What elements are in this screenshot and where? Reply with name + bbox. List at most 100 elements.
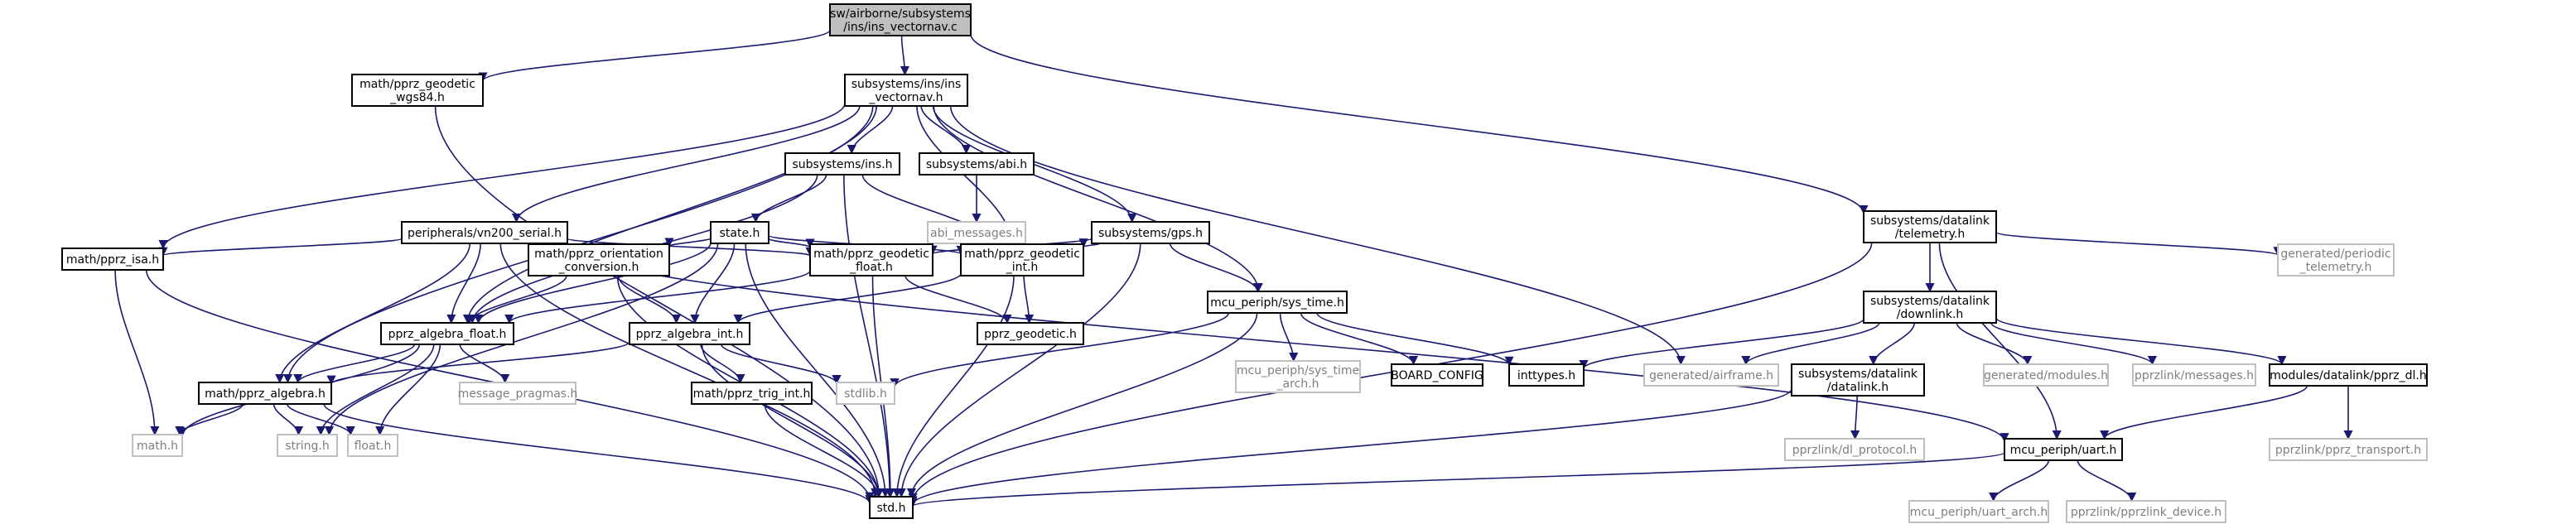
node-label: math/pprz_trig_int.h (693, 387, 811, 401)
node-label: math/pprz_geodetic (359, 78, 475, 91)
node-pprz-dl-h[interactable]: modules/datalink/pprz_dl.h (2269, 363, 2428, 387)
node-label: _wgs84.h (389, 91, 445, 104)
node-inttypes-h[interactable]: inttypes.h (1508, 363, 1585, 387)
node-math-pprz-algebra-h[interactable]: math/pprz_algebra.h (198, 382, 332, 405)
edge-math_pprz_algebra_h-to-math_h (175, 403, 244, 436)
edge-algebra_int_h-to-std_h (701, 344, 884, 498)
edge-math_pprz_algebra_h-to-std_h (323, 403, 875, 505)
node-label: generated/periodic (2280, 248, 2390, 261)
node-box (1863, 291, 1997, 324)
node-box (927, 221, 1026, 244)
node-subsystems-ins-h[interactable]: subsystems/ins.h (784, 152, 900, 175)
node-std-h[interactable]: std.h (869, 496, 914, 519)
edge-datalink_telemetry_h-to-uart_h (1938, 242, 2062, 440)
edge-downlink_h-to-generated_modules_h (1956, 322, 2033, 366)
edge-subsystems_gps_h-to-sys_time_h (1169, 243, 1262, 293)
node-generated-airframe-h: generated/airframe.h (1643, 363, 1779, 387)
edge-algebra_float_h-to-math_pprz_algebra_h (293, 344, 416, 384)
node-datalink-telemetry-h[interactable]: subsystems/datalink/telemetry.h (1863, 210, 1997, 243)
node-uart-arch-h: mcu_periph/uart_arch.h (1908, 500, 2049, 523)
edge-vn200_serial_h-to-algebra_float_h (446, 243, 482, 324)
edge-ins_vectornav_c-to-datalink_telemetry_h (970, 34, 1869, 215)
node-label: subsystems/gps.h (1098, 227, 1203, 240)
node-box (2269, 438, 2428, 461)
edge-sys_time_h-to-inttypes_h (1316, 312, 1514, 366)
node-label: pprzlink/pprzlink_device.h (2071, 506, 2221, 519)
node-label: mcu_periph/uart_arch.h (1910, 506, 2048, 519)
edge-downlink_h-to-pprz_dl_h (1995, 317, 2287, 366)
node-pprz-isa-h[interactable]: math/pprz_isa.h (61, 248, 164, 271)
node-label: pprz_algebra_float.h (388, 328, 507, 341)
node-label: _vectornav.h (868, 91, 943, 104)
node-box (960, 243, 1084, 276)
node-pprz-geodetic-wgs84-h[interactable]: math/pprz_geodetic_wgs84.h (351, 74, 484, 107)
node-label: string.h (285, 440, 330, 453)
node-ins-vectornav-h[interactable]: subsystems/ins/ins_vectornav.h (844, 74, 968, 107)
node-state-h[interactable]: state.h (710, 221, 769, 244)
edge-state_h-to-string_h (324, 243, 719, 436)
node-label: pprz_geodetic.h (984, 328, 1077, 341)
node-box (2269, 363, 2428, 387)
node-box (1207, 291, 1348, 314)
node-box (2132, 363, 2256, 387)
edge-sys_time_h-to-sys_time_arch_h (1279, 312, 1299, 363)
node-box (61, 248, 164, 271)
node-subsystems-abi-h[interactable]: subsystems/abi.h (919, 152, 1035, 175)
node-string-h: string.h (277, 434, 338, 457)
node-sys-time-arch-h: mcu_periph/sys_time_arch.h (1235, 360, 1361, 393)
node-box (1391, 363, 1483, 387)
edge-geodetic_float_h-to-algebra_float_h (504, 270, 811, 324)
node-pprz-trig-int-h[interactable]: math/pprz_trig_int.h (691, 382, 813, 405)
edge-ins_vectornav_h-to-generated_airframe_h (949, 105, 1686, 366)
node-label: math/pprz_orientation (534, 248, 663, 261)
node-box (198, 382, 332, 405)
edge-vn200_serial_h-to-pprz_isa_h (158, 238, 403, 257)
node-box (401, 221, 568, 244)
node-box (784, 152, 900, 175)
node-algebra-int-h[interactable]: pprz_algebra_int.h (629, 322, 750, 345)
node-uart-h[interactable]: mcu_periph/uart.h (2004, 438, 2123, 461)
node-box (2004, 438, 2123, 461)
node-datalink-datalink-h[interactable]: subsystems/datalink/datalink.h (1791, 363, 1925, 397)
node-sys-time-h[interactable]: mcu_periph/sys_time.h (1207, 291, 1348, 314)
node-algebra-float-h[interactable]: pprz_algebra_float.h (380, 322, 514, 345)
node-box (1091, 221, 1210, 244)
node-label: _telemetry.h (2299, 261, 2372, 274)
edge-ins_vectornav_h-to-pprz_isa_h (158, 103, 846, 250)
node-box (1508, 363, 1585, 387)
node-label: /ins/ins_vectornav.c (843, 21, 958, 34)
node-dl-protocol-h: pprzlink/dl_protocol.h (1784, 438, 1925, 461)
node-geodetic-float-h[interactable]: math/pprz_geodetic_float.h (809, 243, 933, 276)
node-label: /telemetry.h (1895, 228, 1965, 241)
edge-datalink_telemetry_h-to-periodic_telemetry_h (1995, 231, 2283, 257)
node-box (132, 434, 183, 457)
node-orientation-conversion-h[interactable]: math/pprz_orientation_conversion.h (528, 243, 670, 276)
node-vn200-serial-h[interactable]: peripherals/vn200_serial.h (401, 221, 568, 244)
node-geodetic-int-h[interactable]: math/pprz_geodetic_int.h (960, 243, 1084, 276)
node-downlink-h[interactable]: subsystems/datalink/downlink.h (1863, 291, 1997, 324)
node-box (691, 382, 813, 405)
edge-math_pprz_algebra_h-to-string_h (273, 403, 304, 436)
edge-downlink_h-to-generated_airframe_h (1741, 322, 1880, 366)
node-label: abi_messages.h (930, 227, 1023, 240)
node-subsystems-gps-h[interactable]: subsystems/gps.h (1091, 221, 1210, 244)
node-box (919, 152, 1035, 175)
node-box (844, 74, 968, 107)
node-label: mcu_periph/uart.h (2010, 444, 2117, 457)
edge-vn200_serial_h-to-math_pprz_algebra_h (275, 243, 471, 384)
edge-math_pprz_algebra_h-to-float_h (287, 403, 355, 436)
node-pprz-geodetic-h[interactable]: pprz_geodetic.h (977, 322, 1084, 345)
node-box (1784, 438, 1925, 461)
edge-layer (114, 29, 2353, 507)
node-math-h: math.h (132, 434, 183, 457)
node-board-config[interactable]: BOARD_CONFIG (1391, 363, 1483, 387)
edge-ins_vectornav_c-to-ins_vectornav_h (900, 35, 910, 76)
edge-state_h-to-std_h (745, 243, 890, 498)
node-label: message_pragmas.h (458, 387, 578, 401)
node-label: pprzlink/messages.h (2135, 369, 2254, 382)
node-box (459, 382, 576, 405)
node-ins-vectornav-c[interactable]: sw/airborne/subsystems/ins/ins_vectornav… (829, 3, 972, 36)
node-box (809, 243, 933, 276)
node-label: mcu_periph/sys_time.h (1210, 296, 1344, 310)
